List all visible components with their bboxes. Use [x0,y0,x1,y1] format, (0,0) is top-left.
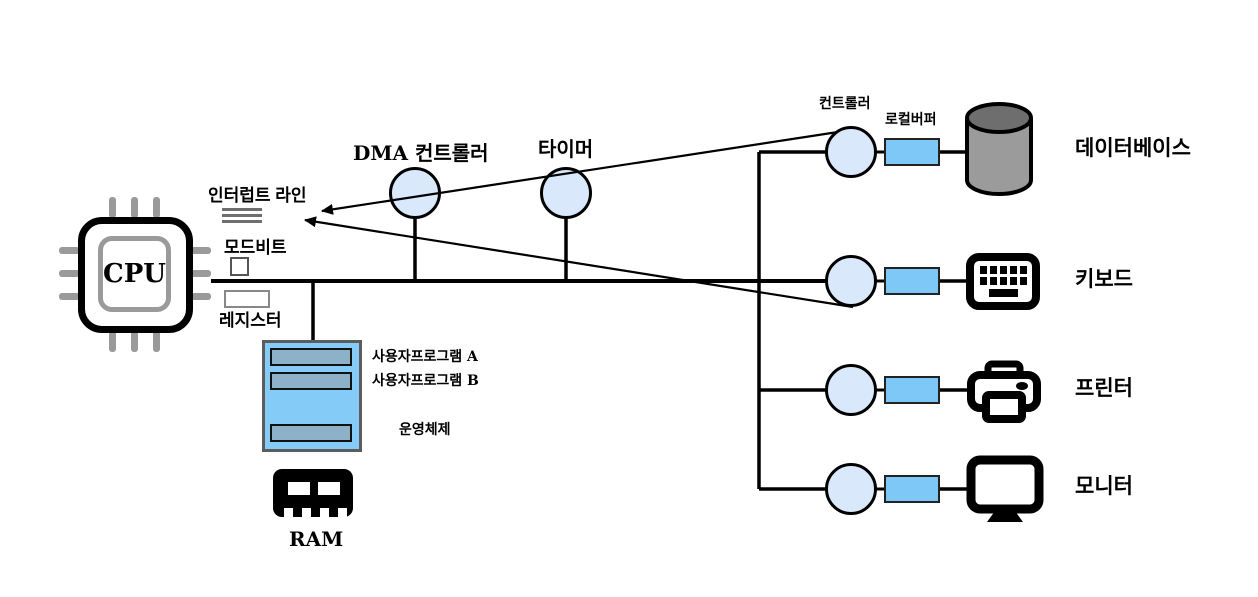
database-label: 데이터베이스 [1075,137,1191,160]
database-interrupt-arrow [321,130,839,215]
cpu-pin [109,331,116,352]
database-icon [965,102,1033,196]
keyboard-label: 키보드 [1075,268,1133,291]
interrupt-line-icon [222,220,262,223]
monitor-icon [966,455,1044,522]
cpu-pin [109,197,116,218]
timer-label: 타이머 [538,139,594,161]
monitor-label: 모니터 [1075,475,1133,498]
local-buffer-label: 로컬버퍼 [885,111,937,127]
memory-segment-os [270,424,352,442]
cpu-die: CPU [98,236,171,312]
cpu-pin [190,270,211,277]
ram-chip-icon [273,469,353,517]
cpu-pin [190,293,211,300]
cpu-pin [59,247,80,254]
printer-icon [967,360,1041,423]
dma-controller-label: DMA 컨트롤러 [353,141,489,165]
interrupt-line-label: 인터럽트 라인 [208,186,307,205]
register-label: 레지스터 [219,311,282,330]
ram-label: RAM [289,527,344,551]
database-local-buffer [884,138,940,166]
cpu-pin [59,293,80,300]
monitor-local-buffer [884,475,940,503]
cpu-label: CPU [103,259,166,289]
keyboard-controller-node [825,255,877,307]
keyboard-icon [966,253,1040,310]
controller-label: 컨트롤러 [819,95,871,111]
cpu-pin [190,247,211,254]
mode-bit-box [230,257,249,276]
memory-segment-b [270,372,352,390]
printer-local-buffer [884,376,940,404]
cpu-pin [131,197,138,218]
mode-bit-label: 모드비트 [224,238,287,257]
cpu-pin [153,197,160,218]
interrupt-line-icon [222,208,262,211]
memory-block [262,340,362,452]
interrupt-line-icon [222,214,262,217]
cpu-pin [153,331,160,352]
user-program-b-label: 사용자프로그램 B [372,373,479,389]
monitor-controller-node [825,463,877,515]
printer-controller-node [825,364,877,416]
cpu-pin [131,331,138,352]
printer-label: 프린터 [1075,377,1133,400]
keyboard-interrupt-arrow [304,216,854,309]
keyboard-local-buffer [884,267,940,295]
cpu-chip: CPU [78,217,193,333]
os-label: 운영체제 [399,421,451,437]
cpu-pin [59,270,80,277]
user-program-a-label: 사용자프로그램 A [372,349,478,365]
memory-segment-a [270,348,352,366]
register-box [224,290,270,308]
database-controller-node [825,126,877,178]
